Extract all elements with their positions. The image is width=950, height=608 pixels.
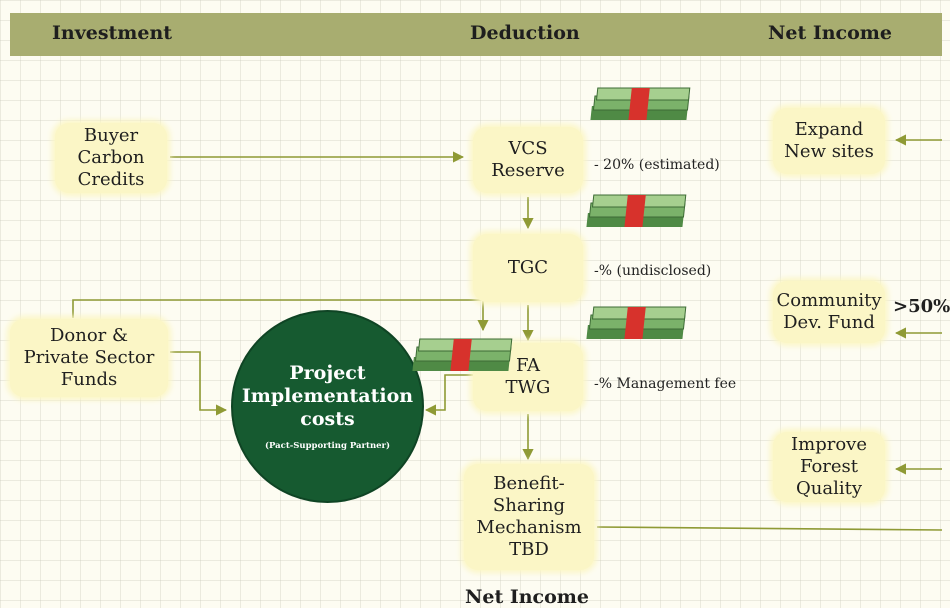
benefit-sharing-node: Benefit- Sharing Mechanism TBD [464, 464, 594, 570]
tgc-node: TGC [473, 234, 583, 302]
fa-twg-node: FA TWG [473, 343, 583, 411]
buyer-carbon-credits-node: Buyer Carbon Credits [55, 123, 167, 193]
header-investment: Investment [52, 22, 173, 44]
share-label: >50% [893, 296, 950, 317]
arrow-donor-to-project [170, 351, 228, 416]
arrow-fa-to-project [424, 374, 473, 416]
money-stack-icon [586, 306, 687, 339]
tgc-deduction-label: -% (undisclosed) [594, 263, 712, 279]
project-title: Project Implementation costs [241, 362, 414, 430]
vcs-reserve-node: VCS Reserve [473, 127, 583, 193]
money-stack-icon [586, 194, 687, 227]
header-deduction: Deduction [470, 22, 580, 44]
money-stack-icon [590, 87, 691, 120]
community-dev-fund-node: Community Dev. Fund [773, 281, 885, 343]
improve-forest-quality-node: Improve Forest Quality [773, 432, 885, 502]
money-stack-icon [412, 338, 513, 371]
header-bar [10, 13, 942, 56]
vcs-deduction-label: - 20% (estimated) [594, 157, 720, 173]
project-implementation-circle: Project Implementation costs (Pact-Suppo… [231, 310, 424, 503]
project-subtitle: (Pact-Supporting Partner) [264, 441, 391, 451]
footer-net-income: Net Income [465, 586, 589, 608]
header-net-income: Net Income [768, 22, 892, 44]
donor-funds-node: Donor & Private Sector Funds [10, 319, 168, 397]
expand-new-sites-node: Expand New sites [773, 108, 885, 174]
fa-deduction-label: -% Management fee [594, 376, 737, 392]
arrow-bsm-to-right [596, 526, 943, 531]
arrow-donor-to-fa [72, 299, 489, 332]
